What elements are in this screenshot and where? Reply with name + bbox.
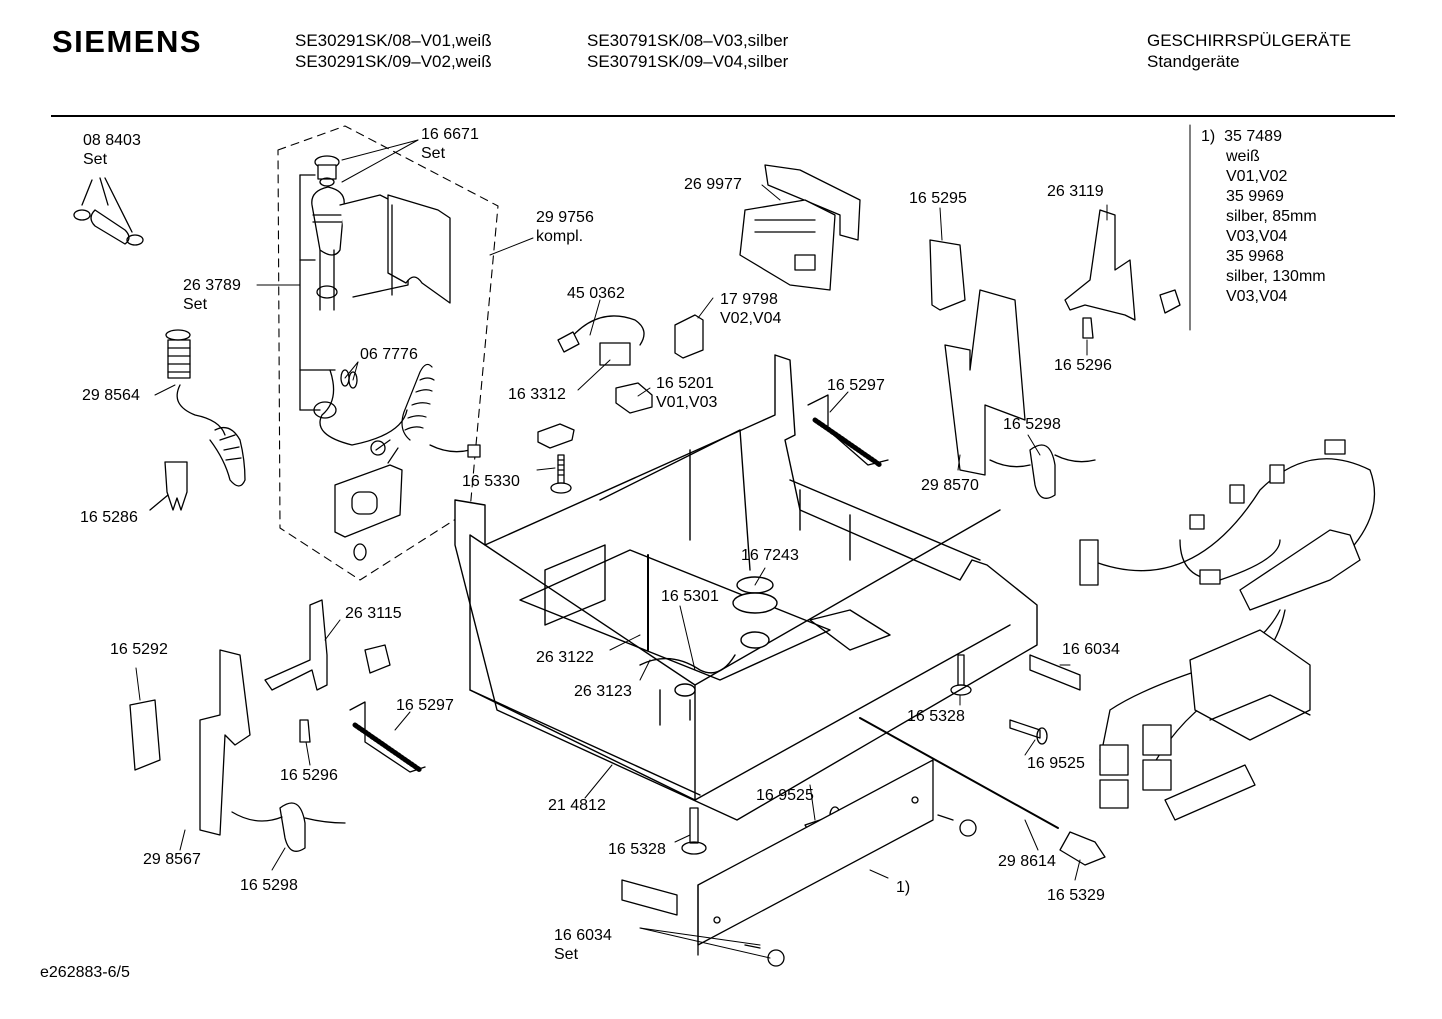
foot-165329-drawing <box>1059 831 1106 866</box>
footnote-line: 35 7489 <box>1224 128 1282 145</box>
part-label-165295: 16 5295 <box>909 190 967 207</box>
part-label-298614: 29 8614 <box>998 853 1056 870</box>
footnote-line: V03,V04 <box>1226 288 1288 305</box>
part-label-165298b: 16 5298 <box>240 877 298 894</box>
footnote-first-line: 1) 35 7489 <box>1201 127 1326 147</box>
part-label-169525b: 16 9525 <box>1027 755 1085 772</box>
kick-plate-drawing <box>697 759 934 956</box>
screw-165328b-drawing <box>681 807 707 855</box>
part-label-263115: 26 3115 <box>345 605 402 622</box>
model-line: SE30291SK/08–V01,weiß <box>295 31 492 50</box>
part-label-165286: 16 5286 <box>80 509 138 526</box>
document-id: e262883-6/5 <box>40 964 130 981</box>
sensor-165298b-drawing <box>231 802 346 852</box>
footnote-marker: 1) <box>1201 128 1216 145</box>
screw-165330-drawing <box>550 454 572 494</box>
part-label-450362: 45 0362 <box>567 285 625 302</box>
part-label-165296b: 16 5296 <box>280 767 338 784</box>
sensor-165298a-drawing <box>989 444 1096 499</box>
part-label-263119: 26 3119 <box>1047 183 1104 200</box>
part-label-067776: 06 7776 <box>360 346 418 363</box>
connector-strip-166034b-drawing <box>621 879 678 916</box>
model-list-2: SE30791SK/08–V03,silber SE30791SK/09–V04… <box>587 30 788 72</box>
part-label-166034a: 16 6034 <box>1062 641 1120 658</box>
bracket-298570-drawing <box>944 289 1026 476</box>
part-label-165301: 16 5301 <box>661 588 719 605</box>
part-label-165330: 16 5330 <box>462 473 520 490</box>
part-label-263122: 26 3122 <box>536 649 594 666</box>
control-module-drawing <box>739 164 861 291</box>
part-label-165297b: 16 5297 <box>396 697 454 714</box>
footnote-line: silber, 130mm <box>1226 268 1326 285</box>
part-label-165296a: 16 5296 <box>1054 357 1112 374</box>
brand-logo: SIEMENS <box>52 24 203 59</box>
model-line: SE30791SK/09–V04,silber <box>587 52 789 71</box>
header-rule <box>51 115 1395 117</box>
hose-clamp-set-drawing <box>73 177 144 246</box>
leader-lines <box>135 139 1108 959</box>
part-label-165328b: 16 5328 <box>907 708 965 725</box>
part-label-167243: 16 7243 <box>741 547 799 564</box>
part-label-263123: 26 3123 <box>574 683 632 700</box>
valve-assembly-drawing <box>299 155 481 561</box>
drain-hose-drawing <box>165 329 246 487</box>
connectors-drawing <box>1099 724 1256 821</box>
bracket-263115-drawing <box>264 599 391 691</box>
heater-element-top-drawing <box>807 394 889 468</box>
footnote-line: weiß <box>1226 148 1260 165</box>
cover-165295-drawing <box>929 239 966 311</box>
part-label-kick-plate: 1) <box>896 879 911 896</box>
sensor-cable-drawing <box>537 314 704 449</box>
part-label-165329: 16 5329 <box>1047 887 1105 904</box>
model-line: SE30791SK/08–V03,silber <box>587 31 789 50</box>
category-title: GESCHIRRSPÜLGERÄTE <box>1147 31 1352 50</box>
footnote-line: silber, 85mm <box>1226 208 1317 225</box>
footnote-line: V01,V02 <box>1226 168 1288 185</box>
part-label-169525a: 16 9525 <box>756 787 814 804</box>
wiring-harness-drawing <box>1079 439 1376 781</box>
cover-165292-drawing <box>129 699 161 771</box>
model-line: SE30291SK/09–V02,weiß <box>295 52 492 71</box>
bracket-298567-drawing <box>199 649 251 836</box>
pump-housing-drawing <box>1189 629 1311 741</box>
category-block: GESCHIRRSPÜLGERÄTE Standgeräte <box>1147 30 1351 72</box>
part-label-269977: 26 9977 <box>684 176 742 193</box>
connector-strip-166034a-drawing <box>1029 654 1081 691</box>
base-frame-drawing <box>454 354 1038 821</box>
part-label-165298a: 16 5298 <box>1003 416 1061 433</box>
part-label-298567: 29 8567 <box>143 851 201 868</box>
part-label-214812: 21 4812 <box>548 797 606 814</box>
part-label-165292: 16 5292 <box>110 641 168 658</box>
part-label-298570: 29 8570 <box>921 477 979 494</box>
footnote-line: 35 9968 <box>1226 248 1284 265</box>
model-list-1: SE30291SK/08–V01,weiß SE30291SK/09–V02,w… <box>295 30 492 72</box>
footnote-line: 35 9969 <box>1226 188 1284 205</box>
part-label-163312: 16 3312 <box>508 386 566 403</box>
clip-165286-drawing <box>149 461 188 511</box>
part-label-165328a: 16 5328 <box>608 841 666 858</box>
category-subtitle: Standgeräte <box>1147 52 1240 71</box>
part-label-298564: 29 8564 <box>82 387 140 404</box>
bracket-263119-drawing <box>1064 209 1181 339</box>
heater-element-bottom-drawing <box>349 701 426 773</box>
footnote-line: V03,V04 <box>1226 228 1288 245</box>
footnote-block: 1) 35 7489 weiß V01,V02 35 9969 silber, … <box>1201 127 1326 307</box>
part-label-165297a: 16 5297 <box>827 377 885 394</box>
